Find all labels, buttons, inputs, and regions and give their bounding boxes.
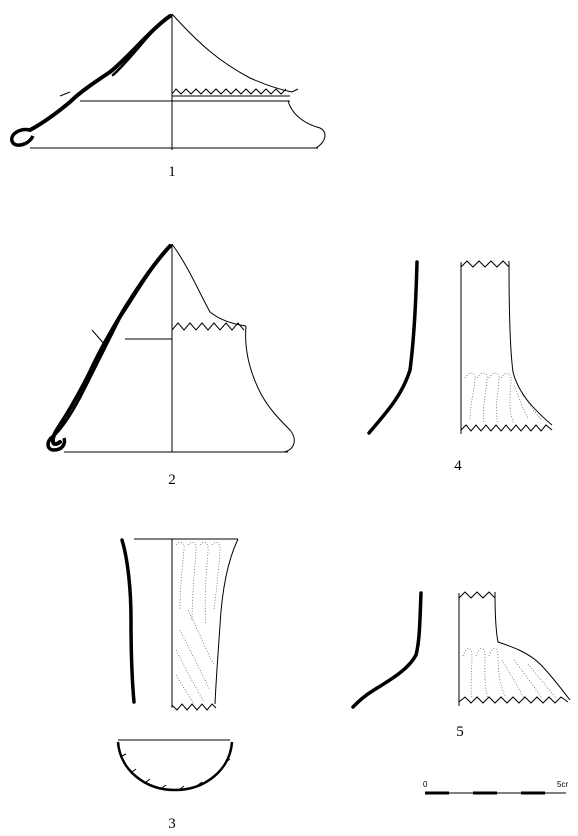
vessel-drawing-5	[351, 591, 571, 709]
exterior-outline-4	[508, 260, 553, 426]
base-view-3	[116, 741, 234, 792]
vessel-drawing-4	[367, 260, 553, 435]
scale-end-label: 5cr	[557, 780, 568, 789]
profile-section-3	[120, 538, 136, 704]
profile-section-1-inner	[111, 16, 168, 77]
figure-label-3: 3	[168, 816, 176, 832]
surface-texture-3	[175, 541, 221, 705]
zigzag-break-1	[171, 88, 287, 95]
figure-label-1: 1	[168, 164, 176, 180]
vessel-drawing-1	[10, 13, 326, 150]
figure-label-2: 2	[168, 472, 176, 488]
scale-bar: 0 5cr	[423, 780, 568, 795]
profile-section-2-outer	[52, 248, 168, 438]
exterior-outline-2	[171, 243, 247, 327]
zigzag-break-5-bottom	[458, 696, 569, 704]
surface-texture-4	[464, 372, 543, 425]
foot-loop-2	[46, 434, 67, 452]
zigzag-break-2	[171, 322, 245, 331]
foot-loop-1	[10, 127, 35, 147]
exterior-outline-1	[171, 13, 293, 93]
zigzag-break-4-bottom	[460, 424, 553, 432]
vessel-drawing-3	[116, 538, 239, 792]
profile-section-4	[367, 260, 419, 435]
exterior-outline-3	[214, 538, 239, 705]
zigzag-break-4-top	[460, 260, 510, 268]
profile-section-1	[28, 14, 172, 132]
zigzag-break-3	[171, 703, 217, 711]
scale-start-label: 0	[423, 780, 428, 789]
zigzag-break-5-top	[458, 591, 496, 599]
figure-label-5: 5	[456, 724, 464, 740]
vessel-drawing-2	[46, 243, 295, 453]
surface-texture-5	[462, 648, 557, 699]
profile-section-5	[351, 591, 423, 709]
exterior-outline-5	[494, 591, 571, 701]
figure-label-4: 4	[454, 458, 462, 474]
